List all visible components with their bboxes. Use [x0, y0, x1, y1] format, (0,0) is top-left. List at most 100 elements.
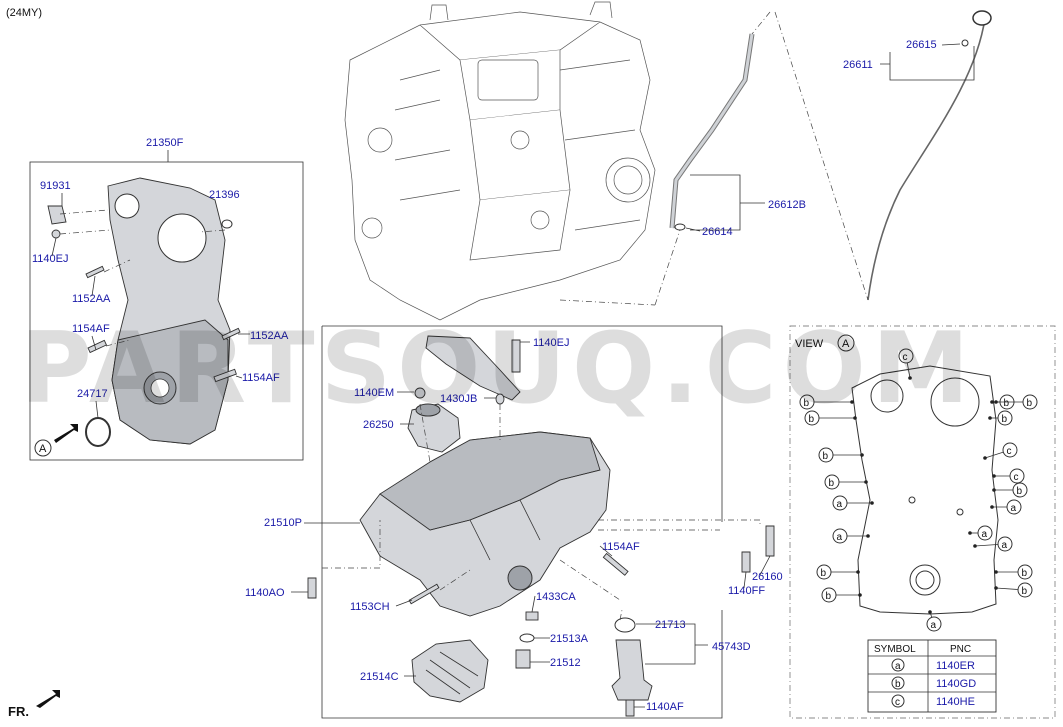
label-45743D[interactable]: 45743D	[712, 641, 751, 653]
bolt-1140AO[interactable]	[307, 577, 317, 599]
fastener-hole-marker	[994, 586, 998, 590]
dipstick-26611[interactable]	[867, 17, 986, 301]
callout-circle-b	[1017, 564, 1033, 580]
timing-cover-crank-seal-bore	[157, 213, 207, 263]
dowel-1154AF-a[interactable]	[87, 339, 108, 354]
callout-letter-a: a	[931, 620, 937, 631]
watermark: PARTSOUQ.COM	[20, 312, 975, 426]
fastener-hole-marker	[994, 570, 998, 574]
fastener-hole-marker	[928, 610, 932, 614]
label-21510P[interactable]: 21510P	[264, 517, 302, 529]
callout-letter-c: c	[903, 352, 908, 363]
callout-circle-a	[832, 495, 848, 511]
windage-tray-21514C[interactable]	[411, 639, 489, 703]
callout-circle-b	[821, 587, 837, 603]
dowel-1152AA-b[interactable]	[221, 327, 241, 341]
callout-letter-b: b	[821, 568, 827, 579]
oring-26615[interactable]	[961, 39, 969, 47]
callout-circle-b	[1022, 394, 1038, 410]
fastener-hole-marker	[988, 416, 992, 420]
callout-letter-c: c	[1014, 472, 1019, 483]
bracket-91931[interactable]	[47, 205, 67, 225]
bolt-1140FF[interactable]	[741, 551, 751, 573]
callout-letter-b: b	[1022, 586, 1028, 597]
dowel-1154AF-b[interactable]	[213, 368, 237, 383]
label-1430JB[interactable]: 1430JB	[440, 393, 477, 405]
callout-letter-a: a	[837, 532, 843, 543]
label-21512[interactable]: 21512	[550, 657, 581, 669]
label-21513A[interactable]: 21513A	[550, 633, 589, 645]
stud-1154AF-c[interactable]	[602, 552, 629, 576]
label-1140EJ-b[interactable]: 1140EJ	[533, 337, 570, 349]
label-24717[interactable]: 24717	[77, 388, 108, 400]
label-26160[interactable]: 26160	[752, 571, 783, 583]
label-26612B[interactable]: 26612B	[768, 199, 806, 211]
label-91931[interactable]: 91931	[40, 180, 71, 192]
legend-pnc-1140GD[interactable]: 1140GD	[936, 678, 976, 690]
strainer-45743D[interactable]	[611, 639, 653, 701]
view-a-marker	[34, 439, 52, 457]
baffle-1140EJ-bracket[interactable]	[425, 335, 521, 401]
fastener-hole-marker	[866, 534, 870, 538]
oring-26614[interactable]	[674, 223, 686, 231]
label-1140EM[interactable]: 1140EM	[354, 387, 394, 399]
callout-circle-b	[1017, 582, 1033, 598]
pickup-26250[interactable]	[407, 403, 461, 453]
label-26250[interactable]: 26250	[363, 419, 394, 431]
stud-1153CH[interactable]	[408, 583, 440, 605]
legend-pnc-1140HE[interactable]: 1140HE	[936, 696, 975, 708]
bolt-26160[interactable]	[765, 525, 775, 557]
bolt-1140EM[interactable]	[414, 387, 426, 399]
label-1140EJ-a[interactable]: 1140EJ	[32, 253, 69, 265]
label-26611[interactable]: 26611	[843, 59, 873, 71]
fastener-hole-marker	[864, 480, 868, 484]
view-a-marker-text: A	[39, 443, 47, 455]
fastener-hole-marker	[850, 400, 854, 404]
callout-circle-a	[997, 536, 1013, 552]
cap-1433CA[interactable]	[525, 611, 539, 621]
legend-pnc-1140ER[interactable]: 1140ER	[936, 660, 975, 672]
label-1152AA-b[interactable]: 1152AA	[250, 330, 289, 342]
label-1140AO[interactable]: 1140AO	[245, 587, 285, 599]
callout-letter-b: b	[823, 451, 829, 462]
label-21514C[interactable]: 21514C	[360, 671, 399, 683]
callout-circle-b	[1012, 482, 1028, 498]
front-direction-arrow-icon	[36, 690, 60, 708]
label-1140FF[interactable]: 1140FF	[728, 585, 765, 597]
label-1140AF[interactable]: 1140AF	[646, 701, 684, 713]
label-1154AF-b[interactable]: 1154AF	[242, 372, 280, 384]
label-26614[interactable]: 26614	[702, 226, 733, 238]
bolt-1140AF[interactable]	[625, 699, 635, 717]
callout-letter-b: b	[1002, 414, 1008, 425]
callout-letter-b: b	[1027, 398, 1033, 409]
label-1152AA-a[interactable]: 1152AA	[72, 293, 111, 305]
gasket-21513A[interactable]	[519, 633, 535, 643]
callout-circle-b	[818, 447, 834, 463]
label-1154AF-a[interactable]: 1154AF	[72, 323, 110, 335]
legend-header-pnc: PNC	[950, 644, 971, 655]
callout-circle-b	[997, 410, 1013, 426]
fastener-hole-marker	[858, 593, 862, 597]
callout-circle-a	[832, 528, 848, 544]
label-1153CH[interactable]: 1153CH	[350, 601, 390, 613]
engine-block-illustration	[344, 1, 656, 321]
label-21713[interactable]: 21713	[655, 619, 686, 631]
label-21396[interactable]: 21396	[209, 189, 240, 201]
label-1154AF-c[interactable]: 1154AF	[602, 541, 640, 553]
oring-21713[interactable]	[614, 617, 636, 633]
oring-21396[interactable]	[221, 219, 233, 229]
view-a-panel: VIEW A	[789, 325, 1056, 719]
label-26615[interactable]: 26615	[906, 39, 937, 51]
bolt-1140EJ-b[interactable]	[511, 339, 521, 373]
drain-plug-21512[interactable]	[515, 649, 531, 669]
callout-letter-b: b	[829, 478, 835, 489]
legend-symbol-a: a	[895, 661, 901, 672]
label-1433CA[interactable]: 1433CA	[536, 591, 576, 603]
model-year-label: (24MY)	[6, 7, 42, 19]
callout-letter-a: a	[1011, 503, 1017, 514]
bolt-1140EJ-small[interactable]	[51, 229, 61, 239]
dowel-1152AA-a[interactable]	[85, 265, 105, 279]
label-21350F[interactable]: 21350F	[146, 137, 184, 149]
legend-header-symbol: SYMBOL	[874, 644, 916, 655]
